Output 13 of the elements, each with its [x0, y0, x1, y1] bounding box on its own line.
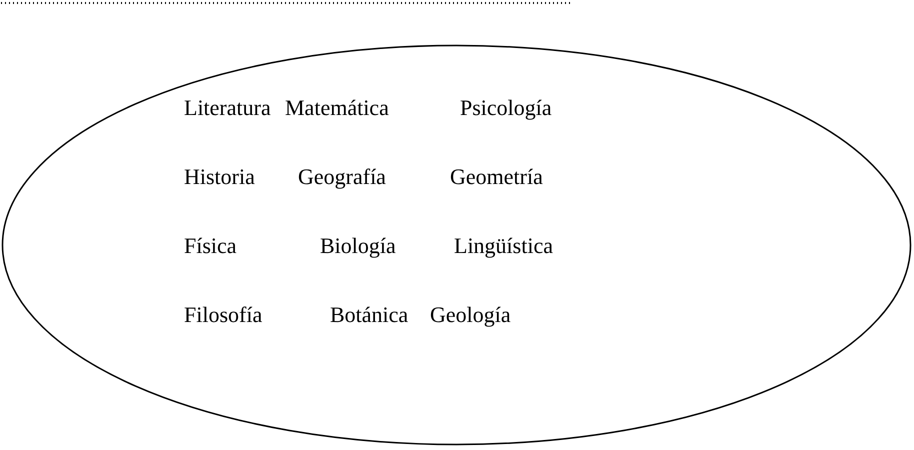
- subject-name: Geología: [430, 302, 511, 328]
- subject-name: Psicología: [460, 95, 552, 121]
- subject-name: Botánica: [330, 302, 408, 328]
- subject-name: Lingüística: [454, 233, 553, 259]
- ellipse-outline: [1, 44, 912, 446]
- subject-name: Filosofía: [184, 302, 262, 328]
- subject-name: Matemática: [285, 95, 389, 121]
- subject-name: Geometría: [450, 164, 543, 190]
- subject-name: Literatura: [184, 95, 271, 121]
- subject-name: Biología: [320, 233, 396, 259]
- subject-name: Geografía: [298, 164, 386, 190]
- subject-name: Historia: [184, 164, 255, 190]
- subject-name: Física: [184, 233, 237, 259]
